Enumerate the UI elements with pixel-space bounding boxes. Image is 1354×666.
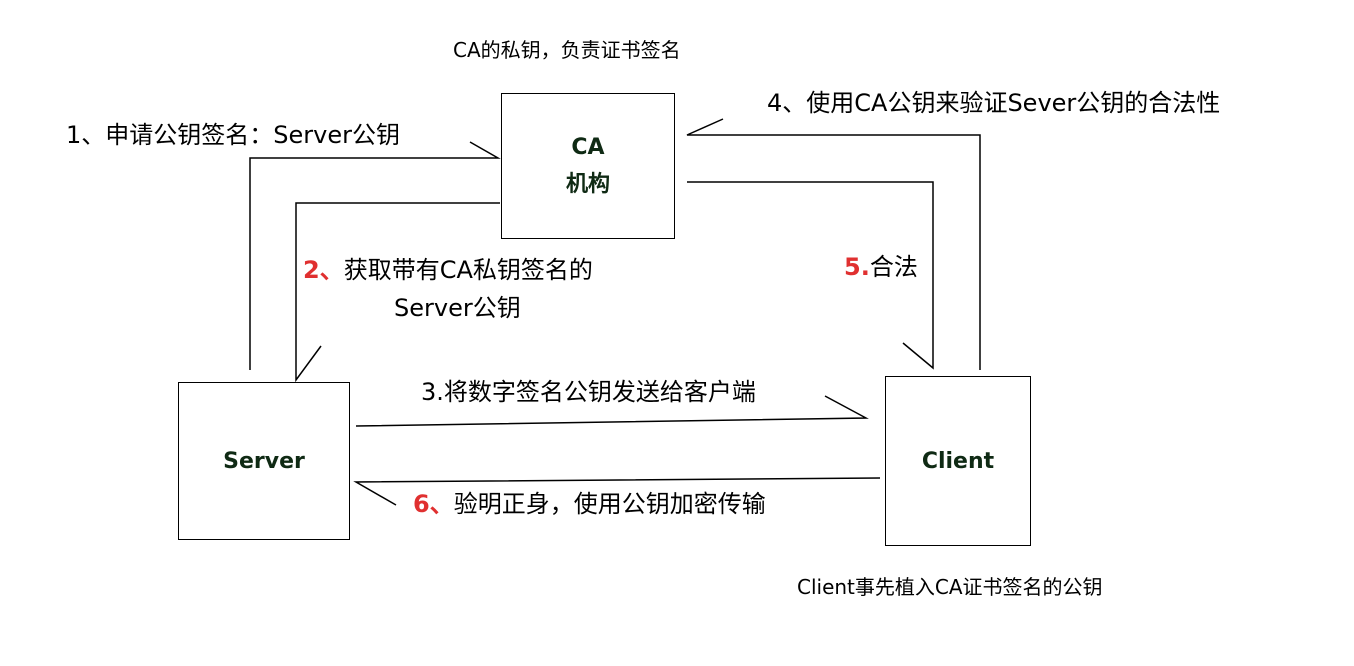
ca-private-key-note: CA的私钥，负责证书签名 (453, 38, 681, 62)
server-box-label: Server (223, 448, 305, 474)
ca-box-subtitle: 机构 (565, 171, 610, 197)
step2-text-line2: Server公钥 (394, 294, 521, 322)
step3-label: 3.将数字签名公钥发送给客户端 (421, 378, 756, 406)
step6-number: 6、 (413, 490, 454, 518)
step4-label: 4、使用CA公钥来验证Sever公钥的合法性 (767, 89, 1221, 117)
step5-number: 5. (844, 253, 870, 281)
step2-text-line1: 获取带有CA私钥签名的 (343, 256, 593, 284)
server-box: Server (178, 382, 350, 540)
ca-box: CA 机构 (501, 93, 675, 239)
arrow-step1-server-to-ca (249, 141, 501, 370)
step6-text: 验明正身，使用公钥加密传输 (453, 490, 766, 518)
arrow-step5-ca-to-client (687, 181, 934, 370)
step6-label: 6、验明正身，使用公钥加密传输 (413, 492, 766, 516)
step1-label: 1、申请公钥签名：Server公钥 (66, 121, 400, 149)
arrow-step3-server-to-client (355, 395, 869, 427)
ca-box-title: CA (571, 134, 605, 160)
arrow-step2-ca-to-server (295, 202, 500, 383)
arrow-step4-client-to-ca (686, 118, 981, 370)
step2-number: 2、 (303, 256, 344, 284)
client-box-label: Client (921, 448, 995, 474)
arrow-step6-client-to-server (353, 477, 881, 506)
step2-label: 2、获取带有CA私钥签名的 (303, 258, 593, 282)
step5-text: 合法 (869, 253, 918, 281)
client-preinstalled-key-note: Client事先植入CA证书签名的公钥 (797, 575, 1103, 599)
step5-label: 5.合法 (844, 255, 918, 279)
client-box: Client (885, 376, 1031, 546)
